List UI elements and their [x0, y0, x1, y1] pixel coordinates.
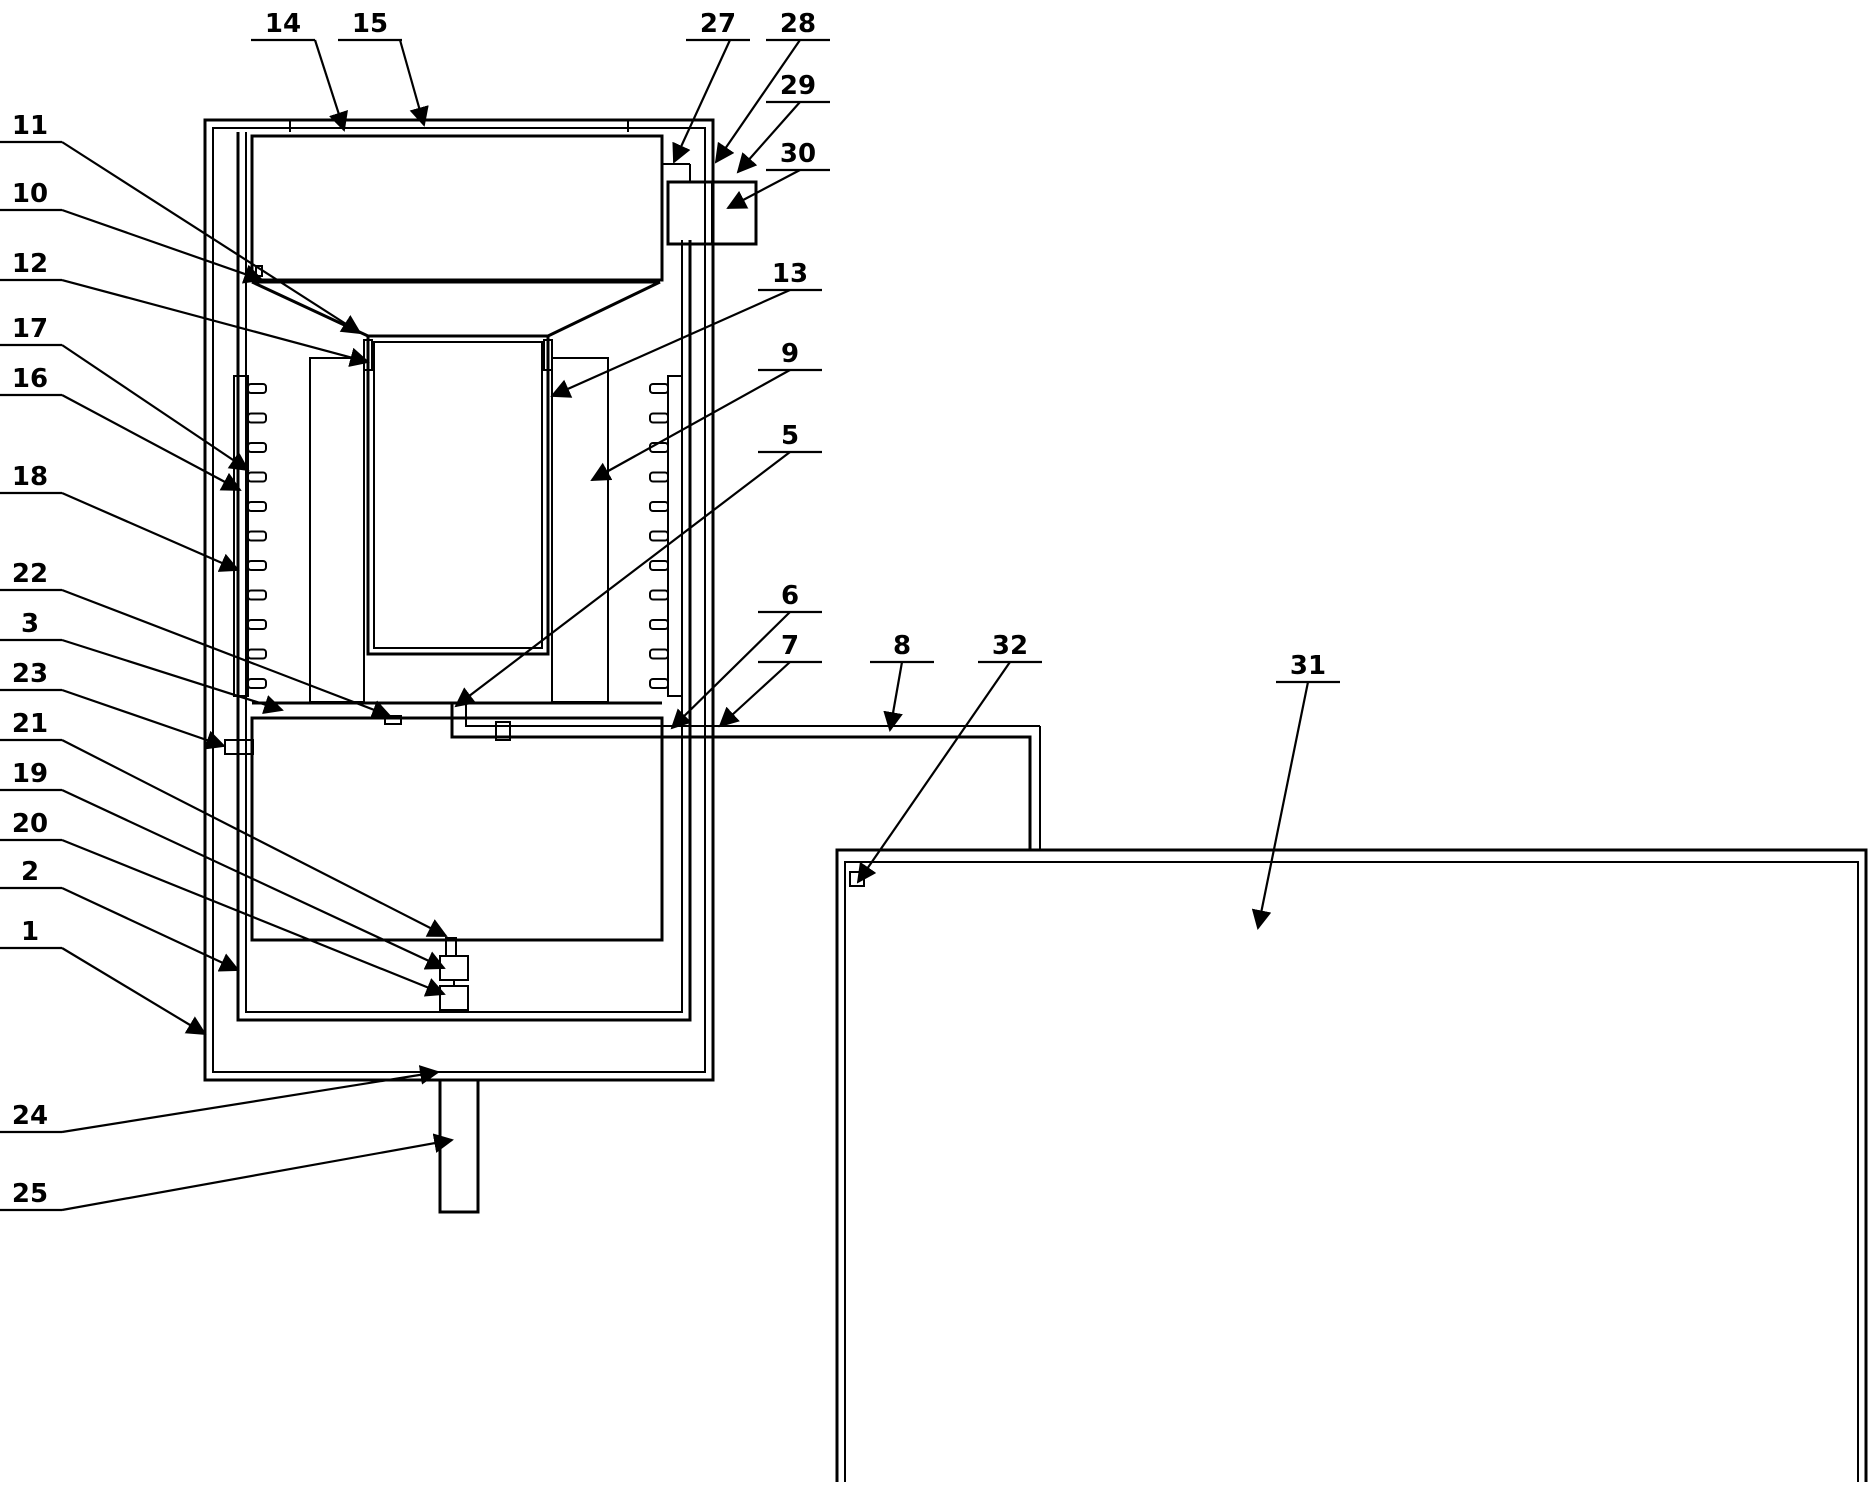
heater-fin: [649, 412, 669, 424]
reference-numeral: 5: [781, 421, 799, 451]
heater-fin: [649, 678, 669, 689]
heater-fin: [649, 530, 669, 542]
heater-fin: [247, 383, 267, 394]
heater-fin: [247, 678, 267, 689]
top-cover: [250, 120, 664, 282]
reference-numeral: 25: [12, 1179, 48, 1209]
reference-numeral: 7: [781, 631, 799, 661]
reference-numeral: 20: [12, 809, 48, 839]
heater-fin: [247, 589, 267, 601]
reference-numeral: 18: [12, 462, 48, 492]
reference-numeral: 28: [780, 9, 816, 39]
reference-numeral: 16: [12, 364, 48, 394]
reference-numeral: 9: [781, 339, 799, 369]
leader-lines: [61, 39, 1310, 1212]
reference-numeral: 24: [12, 1101, 48, 1131]
storage-cabinet: [835, 848, 1868, 1482]
reference-numeral: 27: [700, 9, 736, 39]
reference-numeral: 14: [265, 9, 301, 39]
reference-numeral: 2: [21, 857, 39, 887]
reference-numeral: 21: [12, 709, 48, 739]
reference-numeral: 8: [893, 631, 911, 661]
heater-fin: [649, 471, 669, 483]
inner-housing: [236, 132, 692, 1022]
heater-fin: [247, 501, 267, 512]
heater-fin: [247, 648, 267, 660]
reference-numeral: 17: [12, 314, 48, 344]
reference-numeral: 23: [12, 659, 48, 689]
heater-fin: [247, 471, 267, 483]
heater-fin: [247, 412, 267, 424]
support-column: [438, 1078, 480, 1214]
reference-numeral: 19: [12, 759, 48, 789]
side-exhaust-box: [662, 163, 758, 246]
heater-fin: [247, 560, 267, 571]
reference-numeral: 10: [12, 179, 48, 209]
reference-numeral: 1: [21, 917, 39, 947]
outer-housing: [203, 118, 715, 1082]
heater-fin: [649, 648, 669, 660]
reference-numeral: 30: [780, 139, 816, 169]
heater-fin: [247, 530, 267, 542]
reference-numeral: 12: [12, 249, 48, 279]
heater-fin: [247, 619, 267, 630]
reference-numeral: 32: [992, 631, 1028, 661]
heating-strips: [233, 375, 683, 697]
reference-numeral: 11: [12, 111, 48, 141]
reference-numeral: 6: [781, 581, 799, 611]
heater-fin: [649, 560, 669, 571]
reference-numeral: 13: [772, 259, 808, 289]
heater-fin: [649, 619, 669, 630]
feed-funnel: [251, 265, 661, 338]
reference-numeral: 3: [21, 609, 39, 639]
heater-fin: [649, 383, 669, 394]
heater-fin: [649, 501, 669, 512]
reference-numeral: 15: [352, 9, 388, 39]
heater-fin: [247, 442, 267, 453]
motor-assembly: [250, 716, 664, 1011]
reference-numeral: 31: [1290, 651, 1326, 681]
heater-fin: [649, 589, 669, 601]
pipe-system: [224, 701, 1041, 850]
reference-numeral: 29: [780, 71, 816, 101]
reference-numeral: 22: [12, 559, 48, 589]
